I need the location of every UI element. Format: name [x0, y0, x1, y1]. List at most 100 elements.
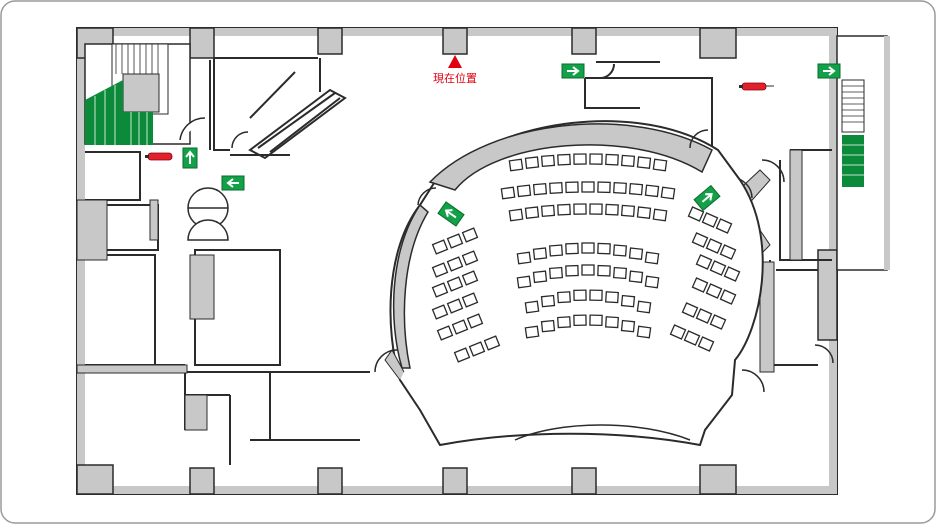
seat	[557, 203, 571, 216]
seat	[636, 156, 652, 169]
current-location-label: 現在位置	[433, 71, 477, 85]
seat	[697, 336, 715, 352]
seat	[597, 181, 611, 194]
seat	[669, 324, 687, 340]
left-wall-fill	[76, 199, 215, 431]
seat	[589, 203, 603, 215]
exit-sign-auditorium-left	[437, 201, 465, 227]
seat	[524, 156, 540, 169]
seat	[549, 181, 563, 194]
seat	[540, 204, 556, 218]
seat	[557, 316, 571, 329]
seat	[540, 154, 556, 168]
seat	[461, 250, 479, 266]
seat	[446, 276, 464, 292]
stair-green-left	[85, 80, 123, 145]
seat	[597, 242, 611, 255]
seat	[483, 335, 501, 351]
seat	[540, 319, 556, 333]
fire-extinguisher-left	[145, 152, 173, 161]
seat	[695, 254, 713, 270]
seat	[612, 244, 628, 257]
seat	[508, 208, 524, 222]
seat	[516, 184, 532, 198]
right-stair-annex	[836, 35, 890, 271]
seat	[644, 251, 660, 265]
seat	[548, 244, 564, 257]
seat	[628, 270, 644, 284]
seat	[453, 347, 471, 363]
seat	[723, 266, 741, 282]
seat	[461, 227, 479, 243]
seats-right	[669, 206, 741, 352]
seat	[636, 300, 652, 314]
auditorium-left-wall	[392, 203, 429, 369]
seat	[508, 158, 524, 172]
seat	[644, 275, 660, 289]
seat	[581, 264, 595, 276]
seat	[431, 282, 449, 298]
auditorium	[374, 120, 764, 447]
seat	[540, 294, 556, 308]
seat	[705, 283, 723, 299]
seat	[715, 218, 733, 234]
fire-extinguisher-right	[739, 82, 774, 91]
seat	[644, 184, 660, 198]
auditorium-back-wall	[428, 123, 713, 191]
seats-center	[500, 153, 676, 339]
seats-left	[431, 227, 501, 363]
seat	[597, 264, 611, 277]
seat	[581, 181, 595, 193]
seat	[431, 239, 449, 255]
exit-sign-top-center	[561, 63, 585, 79]
current-location-marker	[448, 55, 462, 68]
seat	[524, 206, 540, 219]
seat	[557, 291, 571, 304]
seat	[557, 153, 571, 166]
seat	[605, 153, 619, 166]
seat	[446, 256, 464, 272]
seat	[589, 314, 603, 327]
exit-sign-stair-up	[182, 147, 198, 169]
seat	[573, 203, 587, 215]
seat	[620, 294, 636, 308]
seat	[636, 325, 652, 339]
seat	[532, 182, 548, 196]
seat	[652, 208, 668, 222]
seat	[565, 242, 579, 255]
seat	[660, 186, 676, 200]
exit-sign-left-lobby	[221, 175, 245, 191]
seat	[446, 298, 464, 314]
seat	[461, 270, 479, 286]
stage-edge	[514, 424, 691, 441]
seat	[719, 244, 737, 260]
seat	[565, 181, 579, 194]
seat	[612, 266, 628, 280]
seat	[691, 232, 709, 248]
seat	[573, 314, 587, 327]
seat	[532, 270, 548, 284]
seat	[681, 302, 699, 318]
seat	[565, 264, 579, 277]
seat	[691, 277, 709, 293]
seat	[695, 308, 713, 324]
lobby-circles	[179, 117, 249, 241]
seat	[719, 289, 737, 305]
seat	[605, 203, 619, 216]
seat	[687, 206, 705, 222]
seat	[446, 233, 464, 249]
seat	[620, 319, 636, 333]
exit-sign-auditorium-right	[693, 184, 721, 212]
seat	[589, 289, 603, 302]
seat	[701, 212, 719, 228]
seat	[636, 206, 652, 219]
stair-green-right	[842, 135, 864, 187]
seat	[451, 319, 469, 335]
seat	[613, 181, 627, 194]
seat	[705, 238, 723, 254]
seat	[573, 289, 587, 302]
seat	[461, 292, 479, 308]
seat	[605, 316, 619, 329]
seat	[516, 251, 532, 265]
